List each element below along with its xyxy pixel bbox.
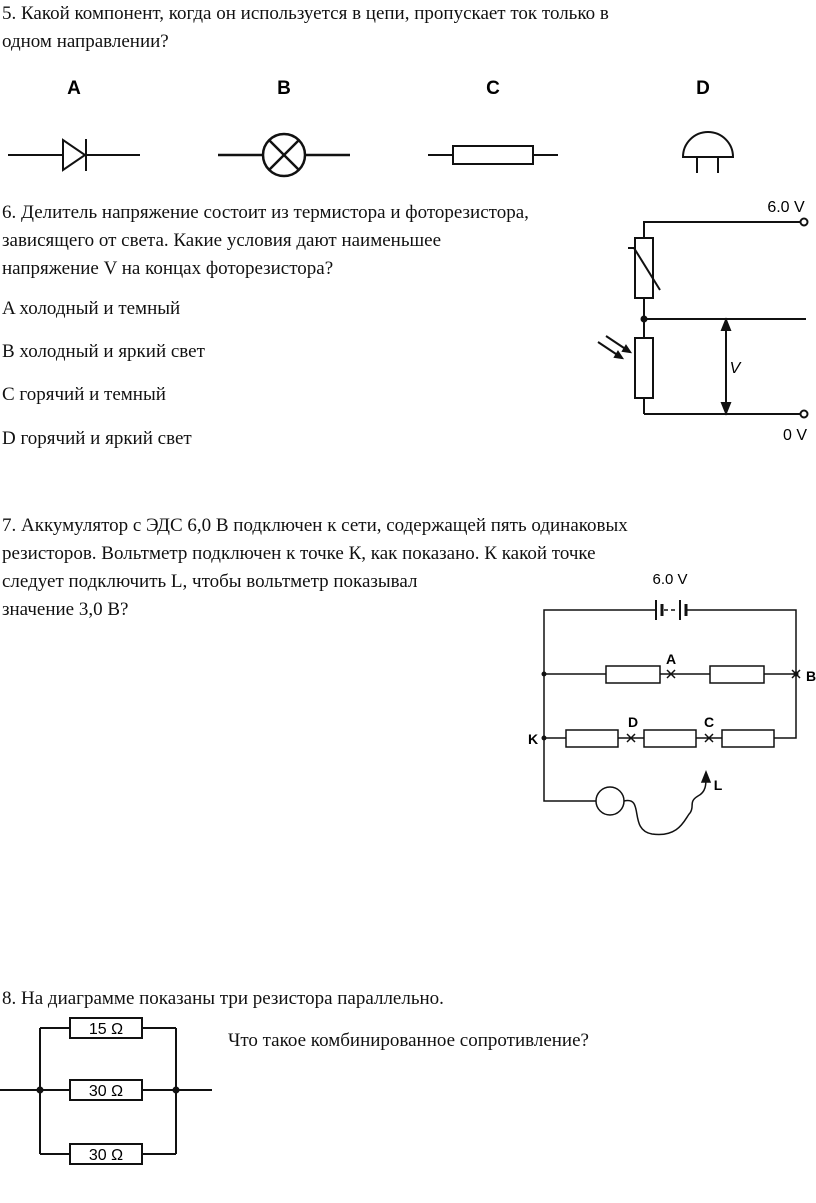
resistor-upper-left bbox=[605, 665, 661, 684]
q6-option-a: A холодный и темный bbox=[2, 298, 181, 319]
option-a-label: A bbox=[67, 78, 81, 99]
point-b-label: B bbox=[806, 668, 816, 684]
point-d-label: D bbox=[628, 714, 638, 730]
option-d-label: D bbox=[696, 78, 710, 99]
point-k-label: K bbox=[528, 731, 538, 747]
q8-question: Что такое комбинированное сопротивление? bbox=[228, 1030, 589, 1051]
q7-text-line2: резисторов. Вольтметр подключен к точке … bbox=[2, 543, 596, 564]
thermistor-symbol bbox=[628, 237, 661, 299]
resistor-lower-right bbox=[721, 729, 775, 748]
resistor-upper-right bbox=[709, 665, 765, 684]
resistor-30-middle-label: 30 Ω bbox=[89, 1083, 123, 1100]
voltage-arrow bbox=[720, 317, 732, 416]
q7-text-line3: следует подключить L, чтобы вольтметр по… bbox=[2, 571, 418, 592]
voltage-divider-diagram: 6.0 V 0 V V bbox=[597, 199, 809, 444]
lamp-symbol bbox=[218, 132, 350, 178]
q6-option-b: B холодный и яркий свет bbox=[2, 341, 205, 362]
parallel-resistors-diagram: 15 Ω 30 Ω 30 Ω bbox=[0, 1017, 212, 1165]
option-c-label: C bbox=[486, 78, 500, 99]
q6-text-line2: зависящего от света. Какие условия дают … bbox=[2, 230, 442, 251]
flying-lead-arrow bbox=[700, 769, 712, 783]
q6-text-line3: напряжение V на концах фоторезистора? bbox=[2, 258, 334, 279]
q5-text-line1: 5. Какой компонент, когда он используетс… bbox=[2, 3, 609, 24]
q6-option-c: C горячий и темный bbox=[2, 384, 166, 405]
q7-text-line4: значение 3,0 В? bbox=[2, 599, 129, 620]
resistor-lower-left bbox=[565, 729, 619, 748]
q6-option-d: D горячий и яркий свет bbox=[2, 428, 192, 449]
resistor-30-bottom-label: 30 Ω bbox=[89, 1147, 123, 1164]
q7-text-line1: 7. Аккумулятор с ЭДС 6,0 В подключен к с… bbox=[2, 515, 628, 536]
point-a-label: A bbox=[666, 651, 676, 667]
q8-text-line: 8. На диаграмме показаны три резистора п… bbox=[2, 988, 444, 1009]
bottom-voltage-label: 0 V bbox=[783, 427, 807, 444]
voltmeter-symbol bbox=[595, 786, 625, 816]
voltage-v-label: V bbox=[730, 360, 742, 377]
resistor-15-label: 15 Ω bbox=[89, 1021, 123, 1038]
q6-text-line1: 6. Делитель напряжение состоит из термис… bbox=[2, 202, 529, 223]
resistor-symbol bbox=[428, 145, 558, 165]
top-voltage-label: 6.0 V bbox=[767, 199, 805, 216]
q5-components-diagram: A B C D bbox=[8, 78, 735, 178]
point-l-label: L bbox=[714, 777, 723, 793]
resistor-network-diagram: 6.0 V A B D C K L V bbox=[528, 571, 816, 836]
option-b-label: B bbox=[277, 78, 291, 99]
photoresistor-symbol bbox=[597, 335, 654, 399]
battery-voltage-label: 6.0 V bbox=[652, 571, 687, 588]
point-c-label: C bbox=[704, 714, 714, 730]
q5-text-line2: одном направлении? bbox=[2, 31, 169, 52]
resistor-lower-middle bbox=[643, 729, 697, 748]
diode-symbol bbox=[8, 138, 140, 172]
led-symbol bbox=[681, 131, 735, 173]
